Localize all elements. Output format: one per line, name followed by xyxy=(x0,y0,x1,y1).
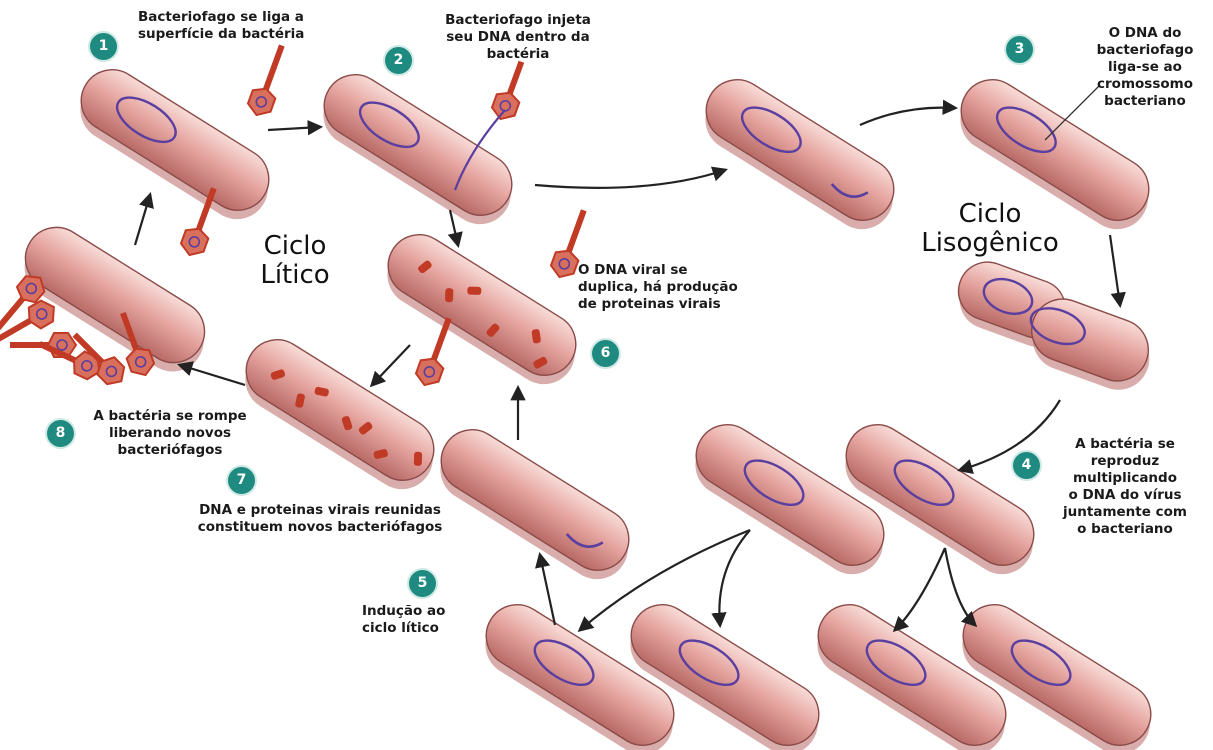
step-4-line-3: multiplicando xyxy=(1050,470,1200,487)
step-4-line-1: A bactéria se xyxy=(1050,436,1200,453)
arrow-burst-to-1 xyxy=(135,195,150,245)
lytic-title-line-2: Lítico xyxy=(240,261,350,290)
arrow-2-to-6 xyxy=(450,210,458,245)
arrow-1-to-2 xyxy=(268,127,320,130)
step-2-line-1: Bacteriofago injeta xyxy=(418,12,618,29)
lysogenic-title-line-1: Ciclo xyxy=(915,200,1065,229)
step-4-badge: 4 xyxy=(1013,452,1040,479)
step-3-badge: 3 xyxy=(1006,36,1033,63)
step-7-line-2: constituem novos bacteriófagos xyxy=(160,519,480,536)
lysogenic-title-line-2: Lisogênico xyxy=(915,229,1065,258)
step-7-label: DNA e proteinas virais reunidas constitu… xyxy=(160,502,480,536)
step-3-line-5: bacteriano xyxy=(1075,93,1213,110)
step-4-line-2: reproduz xyxy=(1050,453,1200,470)
step-6-line-1: O DNA viral se xyxy=(578,262,738,279)
step-2-line-2: seu DNA dentro da xyxy=(418,29,618,46)
arrow-7-to-burst xyxy=(180,365,245,385)
step-4-line-4: o DNA do vírus xyxy=(1050,487,1200,504)
step-4-line-6: o bacteriano xyxy=(1050,521,1200,538)
step-1-line-1: Bacteriofago se liga a xyxy=(138,9,304,26)
arrow-lysogenic-to-3 xyxy=(860,108,955,125)
step-8-label: A bactéria se rompe liberando novos bact… xyxy=(70,408,270,459)
step-1-label: Bacteriofago se liga a superfície da bac… xyxy=(138,9,304,43)
phage-attached xyxy=(245,41,293,119)
step-6-line-2: duplica, há produção xyxy=(578,279,738,296)
bacterium-step-2 xyxy=(308,63,527,236)
bacterium-step-1 xyxy=(65,58,284,231)
step-5-line-1: Indução ao xyxy=(362,603,445,620)
arrow-4a-to-offspring-2 xyxy=(719,530,750,625)
step-5-line-2: ciclo lítico xyxy=(362,620,445,637)
step-1-badge: 1 xyxy=(90,33,117,60)
step-3-label: O DNA do bacteriofago liga-se ao cromoss… xyxy=(1075,25,1213,110)
step-8-line-2: liberando novos xyxy=(70,425,270,442)
lysogenic-cycle-title: Ciclo Lisogênico xyxy=(915,200,1065,258)
step-7-badge: 7 xyxy=(228,467,255,494)
lytic-title-line-1: Ciclo xyxy=(240,232,350,261)
step-6-label: O DNA viral se duplica, há produção de p… xyxy=(578,262,738,313)
step-4-line-5: juntamente com xyxy=(1050,504,1200,521)
phage-injecting xyxy=(489,58,532,124)
arrow-6-to-7 xyxy=(372,345,410,385)
step-3-line-3: liga-se ao xyxy=(1075,59,1213,76)
lytic-cycle-title: Ciclo Lítico xyxy=(240,232,350,290)
step-8-line-1: A bactéria se rompe xyxy=(70,408,270,425)
step-2-line-3: bactéria xyxy=(418,46,618,63)
step-3-line-2: bacteriofago xyxy=(1075,42,1213,59)
step-3-line-4: cromossomo xyxy=(1075,76,1213,93)
arrow-4b-to-offspring-3 xyxy=(895,548,945,630)
arrow-division-to-4 xyxy=(960,400,1060,470)
step-5-badge: 5 xyxy=(409,570,436,597)
viral-protein xyxy=(414,452,422,466)
step-6-badge: 6 xyxy=(592,340,619,367)
step-2-badge: 2 xyxy=(385,47,412,74)
step-7-line-1: DNA e proteinas virais reunidas xyxy=(160,502,480,519)
step-6-line-3: de proteinas virais xyxy=(578,296,738,313)
step-5-label: Indução ao ciclo lítico xyxy=(362,603,445,637)
bacterium-step-6 xyxy=(372,223,591,396)
arrow-3-to-division xyxy=(1110,235,1120,305)
viral-protein xyxy=(467,286,481,294)
step-8-line-3: bacteriófagos xyxy=(70,442,270,459)
step-3-line-1: O DNA do xyxy=(1075,25,1213,42)
bacterium-lysogenic-1 xyxy=(690,68,909,241)
step-2-label: Bacteriofago injeta seu DNA dentro da ba… xyxy=(418,12,618,63)
viral-protein xyxy=(445,288,453,302)
arrow-2-to-lysogenic xyxy=(535,170,725,188)
step-4-label: A bactéria se reproduz multiplicando o D… xyxy=(1050,436,1200,538)
step-1-line-2: superfície da bactéria xyxy=(138,26,304,43)
